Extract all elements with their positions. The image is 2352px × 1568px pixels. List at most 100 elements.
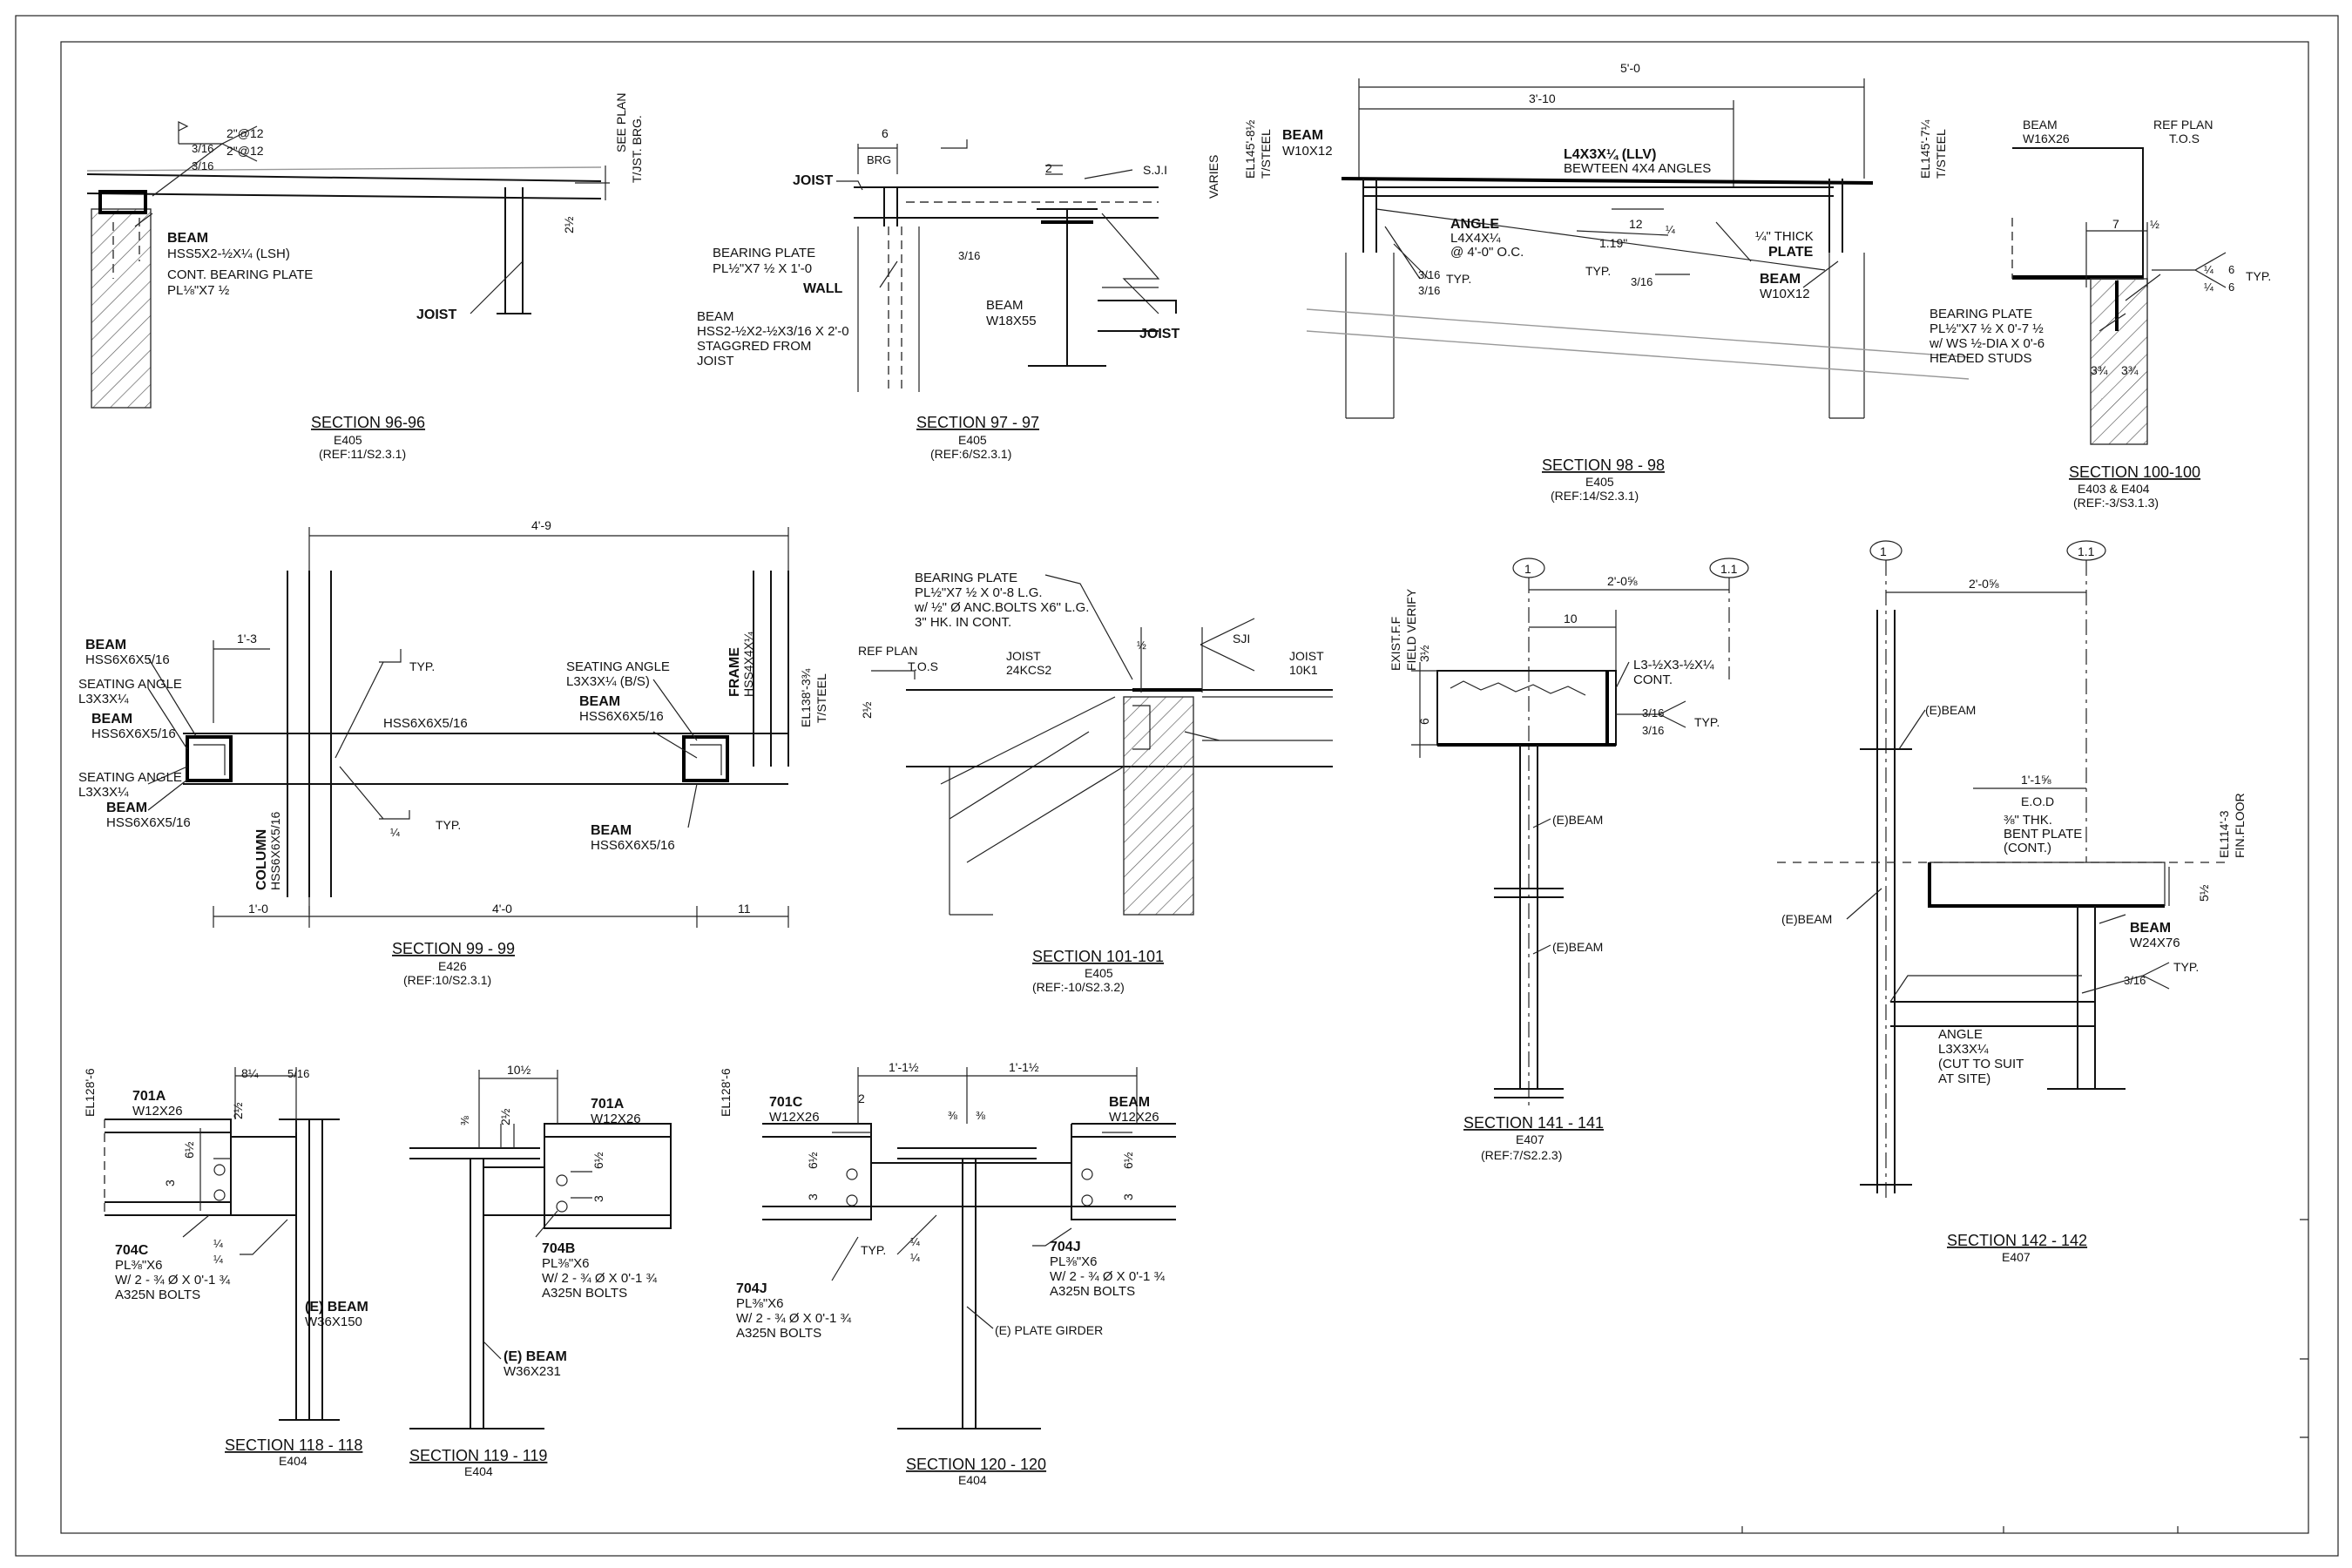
s120-sheet: E404 (958, 1473, 987, 1487)
s101-title: SECTION 101-101 (1032, 948, 1164, 965)
s118-eb-spec: W36X150 (305, 1315, 362, 1329)
s142-g2: 1.1 (2078, 544, 2095, 558)
s97-wall: WALL (803, 281, 843, 296)
s99-dim-b3: 11 (738, 902, 751, 916)
s120-pj-b: 704J (1050, 1240, 1081, 1254)
s142-eb1: (E)BEAM (1925, 703, 1976, 717)
s120-pj-b2: W/ 2 - ¾ Ø X 0'-1 ¾ (1050, 1269, 1166, 1284)
s98-beam-l-spec: W10X12 (1282, 144, 1333, 159)
s97-dim6: 6 (882, 126, 889, 140)
s99-beam4: BEAM (579, 694, 620, 709)
s120-pj1: PL⅜"X6 (736, 1296, 784, 1311)
s142-w: 3/16 (2124, 974, 2146, 987)
s99-typ2: TYP. (436, 818, 461, 832)
s120-d2b: 2 (858, 1092, 865, 1105)
s100-w2: ¼ (2204, 280, 2213, 294)
s97-beam2: BEAM (697, 309, 734, 324)
s141-w1: 3/16 (1642, 706, 1664, 720)
s119-p2: W/ 2 - ¾ Ø X 0'-1 ¾ (542, 1271, 658, 1286)
s97-beam: BEAM (986, 298, 1024, 313)
s120-title: SECTION 120 - 120 (906, 1456, 1046, 1473)
section-98-drawing (1306, 78, 1970, 419)
s98-el-left1: EL145'-8½ (1243, 119, 1257, 179)
s96-joist: JOIST (416, 308, 456, 322)
s120-w2: ¼ (910, 1251, 920, 1264)
s98-slope12: 12 (1629, 217, 1643, 231)
s118-title: SECTION 118 - 118 (225, 1436, 362, 1454)
s98-dim-top: 5'-0 (1620, 61, 1640, 75)
s141-g2: 1.1 (1720, 562, 1738, 576)
s118-d5: 5/16 (287, 1067, 309, 1080)
section-118-drawing (104, 1067, 340, 1421)
s119-m-spec: W12X26 (591, 1112, 641, 1126)
s120-el: EL128'-6 (719, 1068, 733, 1117)
s99-sa3: SEATING ANGLE (566, 659, 670, 674)
s98-w2: 3/16 (1418, 284, 1440, 297)
section-142-drawing (1777, 540, 2230, 1198)
s99-col-spec: HSS6X6X5/16 (268, 812, 282, 890)
s118-sheet: E404 (279, 1454, 308, 1468)
s100-bp-spec2: w/ WS ½-DIA X 0'-6 (1929, 336, 2044, 351)
s120-d1: 1'-1½ (889, 1060, 919, 1074)
s99-el: EL138'-3¾ (799, 668, 813, 727)
s98-el-right2: T/STEEL (1934, 129, 1948, 179)
s100-ref: (REF:-3/S3.1.3) (2073, 496, 2159, 510)
s118-p1: PL⅜"X6 (115, 1258, 163, 1273)
s101-joist1-spec: 24KCS2 (1006, 663, 1051, 677)
s96-beam-spec: HSS5X2-½X¼ (LSH) (167, 247, 290, 261)
s98-angle-spec1: L4X4X¼ (1450, 231, 1501, 246)
section-99-drawing (147, 527, 789, 928)
s120-d38a: ⅜ (948, 1109, 957, 1122)
s119-eb: (E) BEAM (504, 1349, 567, 1364)
s119-title: SECTION 119 - 119 (409, 1447, 547, 1464)
s119-eb-spec: W36X231 (504, 1364, 561, 1379)
s98-typ2: TYP. (1585, 264, 1611, 278)
s97-weld: 3/16 (958, 249, 980, 262)
s142-eb2: (E)BEAM (1781, 912, 1832, 926)
s120-d3a: 3 (806, 1193, 820, 1200)
s118-w1: ¼ (213, 1237, 223, 1250)
s101-bp1: PL½"X7 ½ X 0'-8 L.G. (915, 585, 1043, 600)
s120-pj2: W/ 2 - ¾ Ø X 0'-1 ¾ (736, 1311, 852, 1326)
s141-d3: 3½ (1417, 645, 1431, 662)
s98-beam-l: BEAM (1282, 128, 1323, 143)
s100-sheet: E403 & E404 (2078, 482, 2150, 496)
s100-bp: BEARING PLATE (1930, 307, 2032, 321)
s96-title: SECTION 96-96 (311, 414, 425, 431)
s142-angle: ANGLE (1938, 1027, 1983, 1042)
s99-mid: HSS6X6X5/16 (383, 716, 468, 731)
section-101-drawing (871, 574, 1333, 916)
s141-g1: 1 (1524, 562, 1531, 576)
s142-angle3: AT SITE) (1938, 1071, 1990, 1086)
s96-weld2-spec: 2"@12 (226, 144, 264, 158)
s142-beam: BEAM (2130, 921, 2171, 936)
s99-beam4-spec: HSS6X6X5/16 (579, 709, 664, 724)
s120-pj-b3: A325N BOLTS (1050, 1284, 1135, 1299)
s98-plate2: PLATE (1768, 245, 1814, 260)
s100-w4: 6 (2228, 280, 2234, 294)
s118-d6: 6½ (182, 1141, 196, 1159)
s101-dimh: ½ (1137, 639, 1146, 652)
s101-dim: 2½ (860, 701, 874, 719)
s97-beam2-spec1: HSS2-½X2-½X3/16 X 2'-0 (697, 324, 849, 339)
s100-title: SECTION 100-100 (2069, 463, 2200, 481)
s99-beam2-spec: HSS6X6X5/16 (91, 727, 176, 741)
s100-dim7: 7 (2112, 217, 2119, 231)
s100-dimh: ½ (2150, 218, 2159, 231)
s97-beam-spec: W18X55 (986, 314, 1037, 328)
s97-sheet: E405 (958, 433, 987, 447)
s120-d6b: 6½ (1121, 1152, 1135, 1169)
s101-sji: SJI (1233, 632, 1250, 645)
s101-tos: T.O.S (908, 659, 938, 673)
s118-p3: A325N BOLTS (115, 1288, 200, 1302)
s142-el2: FIN.FLOOR (2233, 793, 2247, 858)
s101-sheet: E405 (1085, 966, 1113, 980)
s99-beam2: BEAM (91, 712, 132, 727)
s118-m: 701A (132, 1089, 166, 1104)
s120-beam-spec: W12X26 (1109, 1110, 1159, 1125)
s96-sheet: E405 (334, 433, 362, 447)
s99-beam3: BEAM (106, 801, 147, 815)
s96-plate: CONT. BEARING PLATE (167, 267, 313, 282)
s142-eod: E.O.D (2021, 794, 2054, 808)
